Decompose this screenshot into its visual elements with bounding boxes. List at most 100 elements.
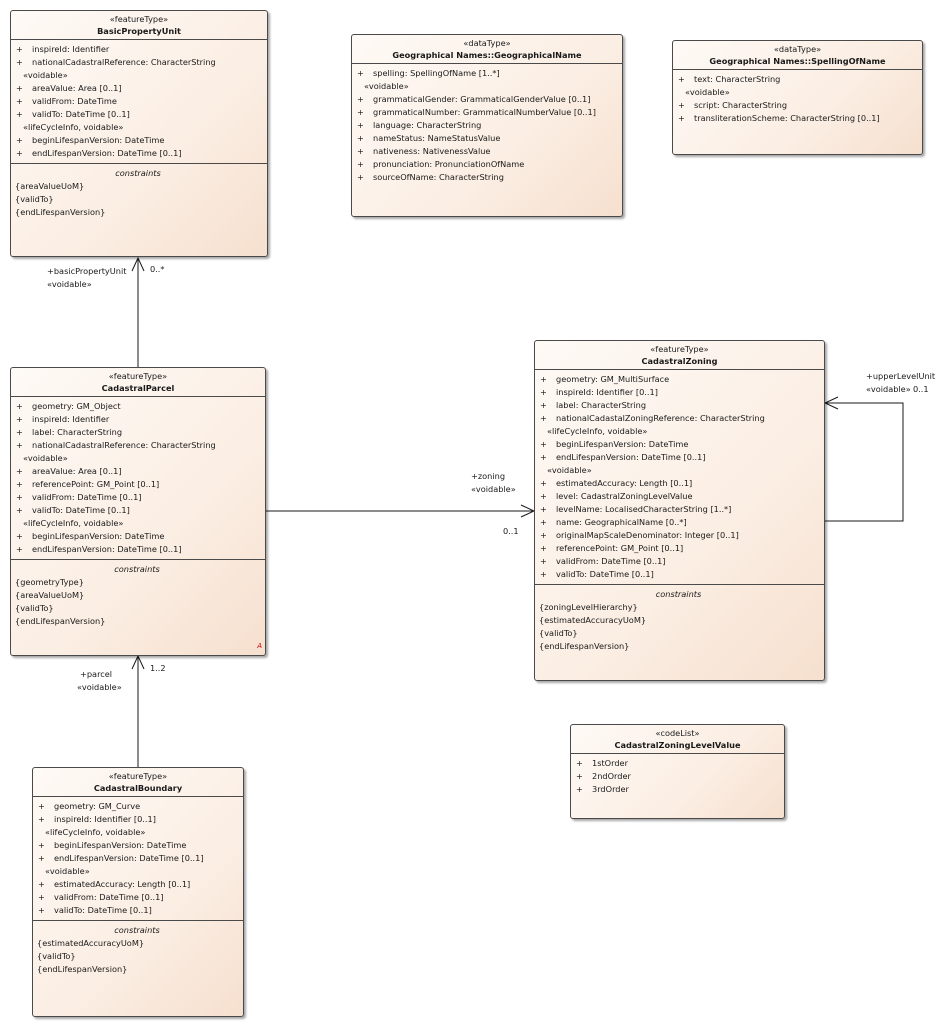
constraint-item: {endLifespanVersion} (539, 641, 630, 651)
attribute-row[interactable]: +label: CharacterString (539, 399, 818, 412)
attribute-row[interactable]: +sourceOfName: CharacterString (356, 171, 616, 184)
attribute-row[interactable]: +validFrom: DateTime [0..1] (37, 891, 237, 904)
attribute-row[interactable]: +level: CadastralZoningLevelValue (539, 490, 818, 503)
attribute-row[interactable]: +beginLifespanVersion: DateTime (15, 530, 259, 543)
attribute-row[interactable]: +referencePoint: GM_Point [0..1] (539, 542, 818, 555)
attribute-text: transliterationScheme: CharacterString [… (694, 113, 880, 123)
attribute-row[interactable]: +spelling: SpellingOfName [1..*] (356, 67, 616, 80)
attribute-row[interactable]: +beginLifespanVersion: DateTime (37, 839, 237, 852)
attribute-text: grammaticalGender: GrammaticalGenderValu… (373, 94, 591, 104)
attribute-row[interactable]: +grammaticalGender: GrammaticalGenderVal… (356, 93, 616, 106)
constraints-compartment: constraints {zoningLevelHierarchy}{estim… (535, 584, 824, 656)
attribute-row[interactable]: +referencePoint: GM_Point [0..1] (15, 478, 259, 491)
attribute-row[interactable]: +beginLifespanVersion: DateTime (15, 134, 261, 147)
visibility-marker: + (38, 905, 45, 915)
attribute-row[interactable]: +text: CharacterString (677, 73, 916, 86)
attribute-row[interactable]: +estimatedAccuracy: Length [0..1] (539, 477, 818, 490)
constraints-compartment: constraints {areaValueUoM}{validTo}{endL… (11, 163, 267, 222)
attribute-row[interactable]: +inspireId: Identifier [0..1] (539, 386, 818, 399)
attribute-row[interactable]: +nationalCadastralReference: CharacterSt… (15, 439, 259, 452)
attribute-text: beginLifespanVersion: DateTime (32, 531, 165, 541)
attribute-row[interactable]: +endLifespanVersion: DateTime [0..1] (539, 451, 818, 464)
attribute-row[interactable]: +3rdOrder (575, 783, 778, 796)
attribute-row[interactable]: +originalMapScaleDenominator: Integer [0… (539, 529, 818, 542)
constraint-item: {validTo} (37, 951, 76, 961)
attribute-row[interactable]: +script: CharacterString (677, 99, 916, 112)
attribute-row[interactable]: +transliterationScheme: CharacterString … (677, 112, 916, 125)
attribute-row[interactable]: +nameStatus: NameStatusValue (356, 132, 616, 145)
attribute-text: validFrom: DateTime [0..1] (556, 556, 666, 566)
attribute-row[interactable]: +name: GeographicalName [0..*] (539, 516, 818, 529)
attribute-row[interactable]: +language: CharacterString (356, 119, 616, 132)
class-cadastral-zoning-level-value[interactable]: «codeList» CadastralZoningLevelValue +1s… (570, 724, 785, 819)
attribute-row[interactable]: +nationalCadastalZoningReference: Charac… (539, 412, 818, 425)
attribute-row[interactable]: +inspireId: Identifier [0..1] (37, 813, 237, 826)
attribute-text: endLifespanVersion: DateTime [0..1] (556, 452, 706, 462)
attribute-row[interactable]: +geometry: GM_Curve (37, 800, 237, 813)
visibility-marker: + (576, 784, 583, 794)
attribute-row[interactable]: +1stOrder (575, 757, 778, 770)
attribute-row[interactable]: +estimatedAccuracy: Length [0..1] (37, 878, 237, 891)
attribute-text: beginLifespanVersion: DateTime (556, 439, 689, 449)
association-upper-level-unit[interactable]: +upperLevelUnit «voidable» 0..1 (823, 371, 936, 522)
class-cadastral-boundary[interactable]: «featureType» CadastralBoundary +geometr… (32, 767, 244, 1017)
class-basic-property-unit[interactable]: «featureType» BasicPropertyUnit +inspire… (10, 10, 268, 257)
attribute-row[interactable]: +nationalCadastralReference: CharacterSt… (15, 56, 261, 69)
class-spelling-of-name[interactable]: «dataType» Geographical Names::SpellingO… (672, 40, 923, 155)
constraint-item: {zoningLevelHierarchy} (539, 602, 638, 612)
visibility-marker: + (357, 68, 364, 78)
role-stereotype-basic-property-unit: «voidable» (47, 279, 92, 289)
constraint-item: {geometryType} (15, 577, 84, 587)
attribute-row[interactable]: +geometry: GM_Object (15, 400, 259, 413)
constraint-item: {validTo} (539, 628, 578, 638)
attribute-row[interactable]: +validFrom: DateTime [0..1] (539, 555, 818, 568)
attribute-row[interactable]: +beginLifespanVersion: DateTime (539, 438, 818, 451)
attribute-row[interactable]: +validTo: DateTime [0..1] (15, 504, 259, 517)
attribute-row[interactable]: +inspireId: Identifier (15, 43, 261, 56)
attributes-compartment: +spelling: SpellingOfName [1..*] «voidab… (352, 64, 622, 187)
attribute-row[interactable]: +validFrom: DateTime (15, 95, 261, 108)
attribute-text: text: CharacterString (694, 74, 781, 84)
attribute-row[interactable]: +grammaticalNumber: GrammaticalNumberVal… (356, 106, 616, 119)
class-name: CadastralBoundary (93, 783, 183, 793)
constraint-item: {endLifespanVersion} (37, 964, 128, 974)
attribute-row[interactable]: +endLifespanVersion: DateTime [0..1] (15, 147, 261, 160)
visibility-marker: + (357, 146, 364, 156)
class-geographical-name[interactable]: «dataType» Geographical Names::Geographi… (351, 34, 623, 217)
attribute-text: validTo: DateTime [0..1] (32, 505, 130, 515)
visibility-marker: + (38, 879, 45, 889)
visibility-marker: + (540, 517, 547, 527)
attribute-text: grammaticalNumber: GrammaticalNumberValu… (373, 107, 596, 117)
attribute-row[interactable]: +nativeness: NativenessValue (356, 145, 616, 158)
attribute-row[interactable]: +pronunciation: PronunciationOfName (356, 158, 616, 171)
attribute-row[interactable]: +endLifespanVersion: DateTime [0..1] (15, 543, 259, 556)
attribute-row[interactable]: +validTo: DateTime [0..1] (539, 568, 818, 581)
attribute-row[interactable]: +2ndOrder (575, 770, 778, 783)
class-cadastral-parcel[interactable]: «featureType» CadastralParcel +geometry:… (10, 367, 266, 656)
class-header: «codeList» CadastralZoningLevelValue (571, 725, 784, 754)
attribute-row[interactable]: +validFrom: DateTime [0..1] (15, 491, 259, 504)
association-basic-property-unit[interactable]: +basicPropertyUnit «voidable» 0..* (47, 256, 165, 367)
attribute-row[interactable]: +levelName: LocalisedCharacterString [1.… (539, 503, 818, 516)
attribute-row[interactable]: +endLifespanVersion: DateTime [0..1] (37, 852, 237, 865)
visibility-marker: + (540, 543, 547, 553)
attribute-row[interactable]: +areaValue: Area [0..1] (15, 465, 259, 478)
attribute-row[interactable]: +validTo: DateTime [0..1] (15, 108, 261, 121)
visibility-marker: + (678, 100, 685, 110)
attributes-compartment: +geometry: GM_Object+inspireId: Identifi… (11, 397, 265, 559)
attribute-row[interactable]: +label: CharacterString (15, 426, 259, 439)
role-upper-level-unit: +upperLevelUnit (866, 371, 936, 381)
class-cadastral-zoning[interactable]: «featureType» CadastralZoning +geometry:… (534, 340, 825, 681)
visibility-marker: + (16, 83, 23, 93)
attribute-row[interactable]: +inspireId: Identifier (15, 413, 259, 426)
association-parcel[interactable]: +parcel «voidable» 1..2 (77, 654, 166, 767)
attribute-text: referencePoint: GM_Point [0..1] (32, 479, 160, 489)
attribute-row[interactable]: +areaValue: Area [0..1] (15, 82, 261, 95)
class-stereotype: «dataType» (773, 44, 822, 54)
visibility-marker: + (576, 771, 583, 781)
abstract-marker-icon: A (257, 642, 262, 650)
class-header: «featureType» CadastralZoning (535, 341, 824, 370)
attribute-row[interactable]: +validTo: DateTime [0..1] (37, 904, 237, 917)
association-zoning[interactable]: +zoning «voidable» 0..1 (266, 471, 536, 536)
attribute-row[interactable]: +geometry: GM_MultiSurface (539, 373, 818, 386)
